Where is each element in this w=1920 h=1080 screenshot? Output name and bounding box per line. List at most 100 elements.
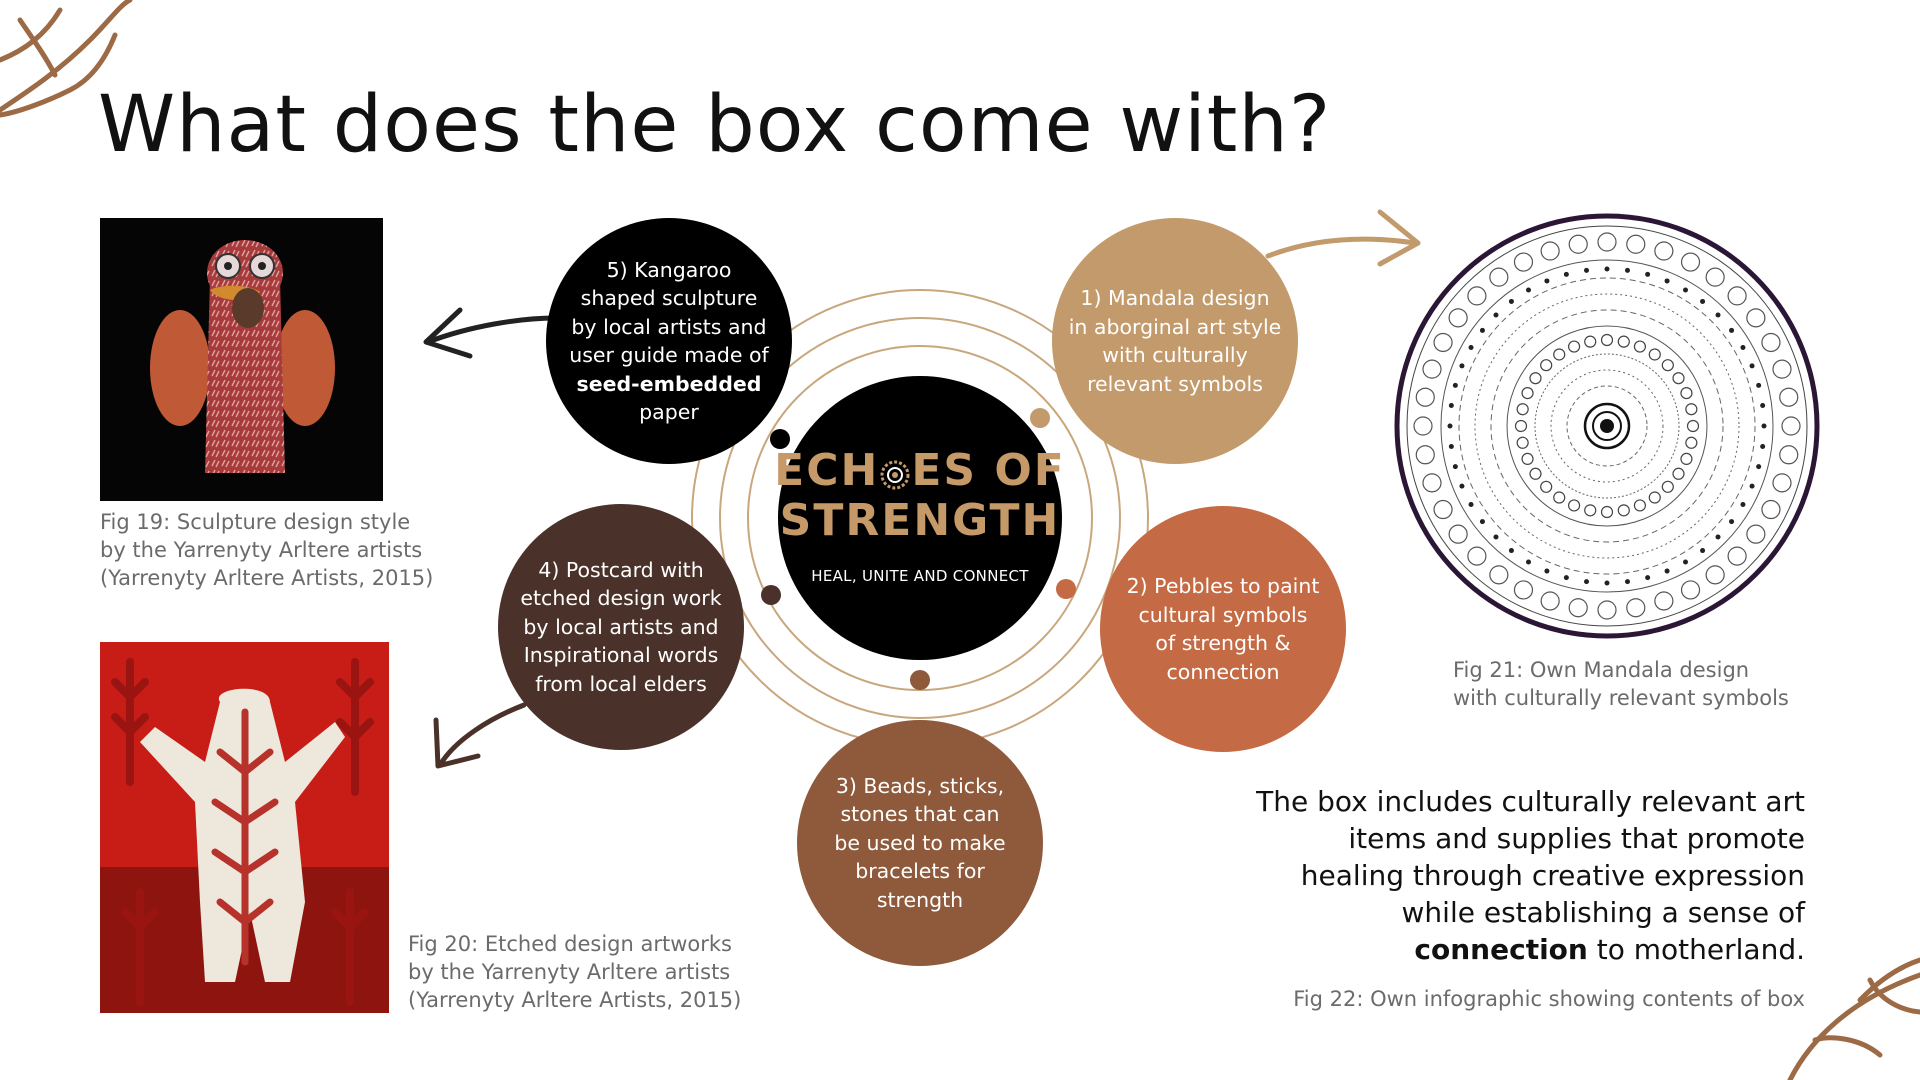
mandala-dot (1683, 287, 1688, 293)
mandala-dot (1761, 499, 1781, 520)
summary-last-line: connection to motherland. (1414, 933, 1805, 966)
mandala-dot (1661, 359, 1674, 372)
mandala-dot (1584, 504, 1597, 517)
mandala-dot (1513, 252, 1534, 272)
mandala-dot (1448, 524, 1468, 544)
mandala-dot (1626, 598, 1646, 618)
mandala-dot (1467, 546, 1487, 566)
page-title: What does the box come with? (98, 80, 1332, 170)
mandala-dot (1746, 308, 1766, 328)
mandala-dot (1479, 519, 1485, 525)
mandala-dot (1680, 452, 1693, 466)
mandala-dot (1516, 436, 1529, 449)
mandala-dot (1729, 519, 1735, 525)
mandala-dot (1761, 423, 1767, 429)
mandala-dot (1514, 419, 1528, 433)
mandala-dot (1584, 335, 1597, 348)
mandala-dot (1760, 403, 1766, 409)
mandala-dot (1740, 345, 1746, 350)
mandala-dot (1779, 387, 1799, 407)
brand-line-2: STRENGTH (779, 494, 1061, 546)
fig21-caption: Fig 21: Own Mandala design with cultural… (1453, 658, 1789, 710)
mandala-dot (1617, 504, 1630, 517)
mandala-dot (1553, 491, 1566, 504)
mandala-dot (1422, 359, 1442, 379)
mandala-dot (1448, 443, 1454, 449)
mandala-dot (1415, 387, 1435, 407)
mandala-dot (1664, 278, 1670, 284)
mandala-dot (1584, 579, 1590, 585)
mandala-dot (1544, 278, 1550, 284)
mandala-dot (1600, 333, 1614, 347)
mandala-dot (1448, 308, 1468, 328)
mandala-dot (1645, 575, 1651, 581)
mandala-dot (1648, 491, 1661, 504)
mandala-dot (1467, 286, 1487, 306)
mandala-dot (1749, 483, 1755, 489)
mandala-dot-ring (1447, 266, 1767, 586)
mandala-dot (1489, 267, 1509, 287)
mandala-o-icon (880, 460, 910, 490)
leaf-decoration-bottom-right (1787, 957, 1920, 1080)
mandala-dot (1624, 267, 1630, 273)
mandala-dot (1664, 568, 1670, 574)
mandala-dot (1633, 499, 1647, 512)
mandala-dot (1685, 436, 1698, 449)
orbit-dots (761, 408, 1076, 690)
mandala-dot (1584, 267, 1590, 273)
mandala-dot (1540, 359, 1553, 372)
mandala-dot (1685, 403, 1698, 416)
mandala-dot (1654, 241, 1674, 261)
leaf-decoration-top-left (0, 0, 133, 118)
mandala-dot (1672, 467, 1685, 480)
mandala-inner-circles (1514, 333, 1700, 519)
mandala-dot (1540, 480, 1553, 493)
mandala-dot (1772, 359, 1792, 379)
mandala-dot (1683, 559, 1688, 565)
mandala-dot (1756, 464, 1762, 470)
mandala-dot (1540, 591, 1560, 611)
item-5-sculpture-circle: 5) Kangaroo shaped sculpture by local ar… (546, 218, 792, 464)
mandala-dot (1516, 403, 1529, 416)
mandala-dot (1468, 502, 1474, 507)
mandala-dot (1600, 505, 1614, 519)
mandala-dot (1544, 568, 1550, 574)
mandala-dot (1526, 287, 1531, 293)
mandala-dot (1553, 348, 1566, 361)
sculpture-photo (100, 218, 383, 501)
mandala-dot (1459, 483, 1465, 489)
mandala-dot (1705, 267, 1725, 287)
mandala-dot (1489, 565, 1509, 585)
mandala-dot (1700, 548, 1706, 554)
fig22-caption: Fig 22: Own infographic showing contents… (1293, 987, 1805, 1011)
mandala-dot (1526, 559, 1531, 565)
mandala-dot (1521, 452, 1534, 466)
mandala-dot (1540, 241, 1560, 261)
mandala-dot (1568, 234, 1588, 254)
item-2-pebbles-circle: 2) Pebbles to paint cultural symbols of … (1100, 506, 1346, 752)
mandala-outer-circles (1413, 232, 1801, 620)
mandala-dot (1729, 327, 1735, 333)
mandala-dot (1781, 416, 1801, 436)
mandala-dot (1680, 386, 1693, 400)
mandala-dot (1493, 312, 1499, 318)
mandala-dot (1727, 546, 1747, 566)
mandala-dot (1604, 580, 1610, 586)
mandala-dot (1700, 298, 1706, 304)
mandala-dot (1413, 416, 1433, 436)
mandala-dot (1654, 591, 1674, 611)
mandala-dot (1604, 266, 1610, 272)
mandala-dot (1529, 467, 1542, 480)
fig19-caption: Fig 19: Sculpture design style by the Ya… (100, 510, 434, 590)
mandala-dot (1727, 286, 1747, 306)
item-3-beads-circle: 3) Beads, sticks, stones that can be use… (797, 720, 1043, 966)
mandala-dot (1452, 464, 1458, 470)
brand-tagline: HEAL, UNITE AND CONNECT (811, 566, 1029, 585)
mandala-illustration (1394, 213, 1820, 639)
mandala-dot (1513, 580, 1534, 600)
mandala-dot (1433, 499, 1453, 520)
arrow-to-etching (433, 702, 527, 769)
mandala-dot (1705, 565, 1725, 585)
mandala-dot (1624, 579, 1630, 585)
